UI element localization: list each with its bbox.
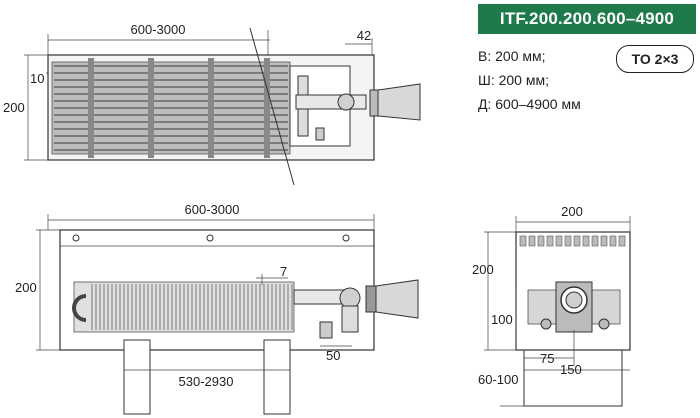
side-view: 200 200 100 75 150 60-100 (472, 204, 631, 407)
top-height-label: 200 (3, 100, 25, 115)
front-view: 600-3000 200 7 50 530 (15, 202, 419, 415)
side-width-label: 200 (561, 204, 583, 219)
front-fins (91, 284, 293, 330)
side-grill (519, 235, 626, 247)
side-leg-height-label: 60-100 (478, 372, 518, 387)
spec-width: Ш: 200 мм; (478, 72, 549, 88)
front-leg-span-label: 530-2930 (179, 374, 234, 389)
top-length-label: 600-3000 (131, 22, 186, 37)
top-fin-pitch-label: 10 (30, 71, 44, 86)
side-pipe-offset-label: 75 (540, 351, 554, 366)
top-view: 600-3000 42 200 10 (3, 22, 421, 186)
front-height-label: 200 (15, 280, 37, 295)
side-pipe-height-label: 100 (491, 312, 513, 327)
top-connector-offset-label: 42 (357, 28, 371, 43)
spec-length: Д: 600–4900 мм (478, 96, 581, 112)
front-length-label: 600-3000 (185, 202, 240, 217)
front-fin-gap-label: 7 (280, 264, 287, 279)
front-valve-spacing-label: 50 (326, 348, 340, 363)
spec-height: В: 200 мм; (478, 48, 546, 64)
model-code-badge: ITF.200.200.600–4900 (478, 4, 696, 34)
connection-type-badge: TO 2×3 (616, 45, 694, 73)
side-pipe-span-label: 150 (560, 362, 582, 377)
side-height-label: 200 (472, 262, 494, 277)
